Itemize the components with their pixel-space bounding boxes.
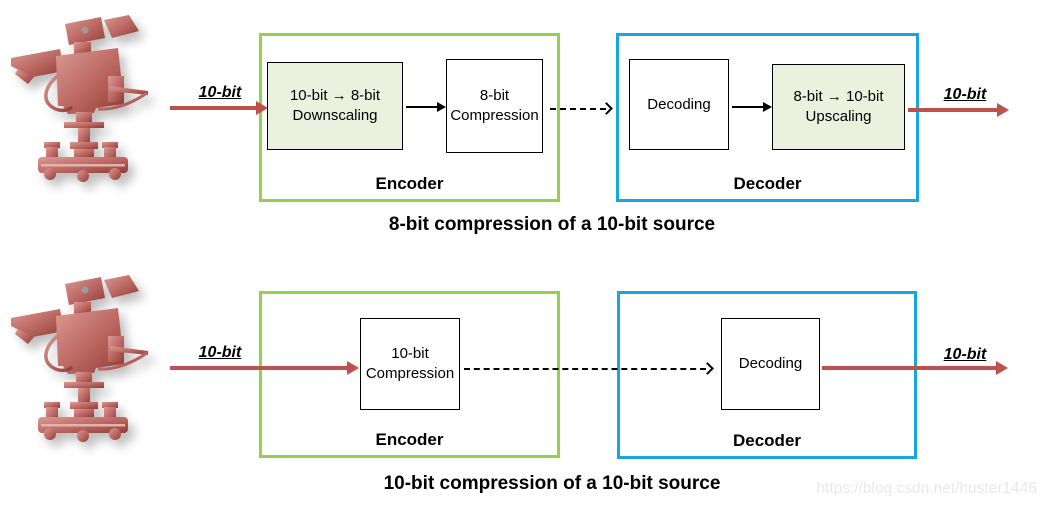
- input-bitdepth-label: 10-bit: [198, 84, 242, 101]
- input-signal-arrow-line: [170, 106, 257, 110]
- encoder-label: Encoder: [375, 430, 444, 449]
- output-signal-arrowhead: [997, 103, 1009, 117]
- studio-camera-icon: [9, 274, 150, 442]
- upscaling-box-text: 8-bit → 10-bit Upscaling: [793, 88, 884, 125]
- decoding-box-text: Decoding: [647, 95, 711, 113]
- decoder-label: Decoder: [732, 431, 802, 450]
- compression-box: 8-bit Compression: [446, 59, 543, 153]
- encoder-container: 10-bit → 8-bit Downscaling 8-bit Compres…: [259, 33, 560, 202]
- output-signal-arrowhead: [996, 361, 1008, 375]
- watermark: https://blog.csdn.net/huster1446: [816, 480, 1037, 497]
- process-arrowhead: [763, 102, 772, 112]
- process-arrow-line: [732, 106, 763, 108]
- encoder-container: 10-bit Compression Encoder: [259, 291, 560, 458]
- decoding-box: Decoding: [629, 59, 729, 150]
- input-signal-arrowhead: [256, 101, 268, 115]
- input-bitdepth-label: 10-bit: [198, 344, 242, 361]
- caption: 8-bit compression of a 10-bit source: [388, 214, 716, 235]
- input-signal-arrow-line: [170, 366, 348, 370]
- decoding-box: Decoding: [721, 318, 820, 410]
- output-signal-arrow-line: [908, 108, 998, 112]
- compression-box-text: 8-bit Compression: [450, 87, 539, 124]
- output-bitdepth-label: 10-bit: [943, 86, 987, 103]
- downscaling-box-text: 10-bit → 8-bit Downscaling: [289, 87, 381, 124]
- decoder-label: Decoder: [733, 174, 802, 193]
- upscaling-box: 8-bit → 10-bit Upscaling: [772, 64, 905, 150]
- decoding-box-text: Decoding: [738, 355, 803, 373]
- encoder-label: Encoder: [375, 174, 444, 193]
- decoder-container: Decoding 8-bit → 10-bit Upscaling Decode…: [616, 33, 919, 202]
- output-bitdepth-label: 10-bit: [943, 346, 987, 363]
- input-signal-arrowhead: [347, 361, 359, 375]
- caption: 10-bit compression of a 10-bit source: [383, 473, 721, 494]
- process-arrowhead: [437, 102, 446, 112]
- output-signal-arrow-line: [822, 366, 997, 370]
- downscaling-box: 10-bit → 8-bit Downscaling: [267, 62, 403, 150]
- decoder-container: Decoding Decoder: [617, 291, 917, 459]
- bitstream-dashed-line: [464, 368, 706, 370]
- bitstream-arrowhead: [600, 102, 613, 115]
- process-arrow-line: [406, 106, 438, 108]
- bitstream-dashed-line: [550, 108, 606, 110]
- studio-camera-icon: [9, 14, 150, 182]
- compression-box: 10-bit Compression: [360, 318, 460, 410]
- compression-box-text: 10-bit Compression: [365, 345, 455, 382]
